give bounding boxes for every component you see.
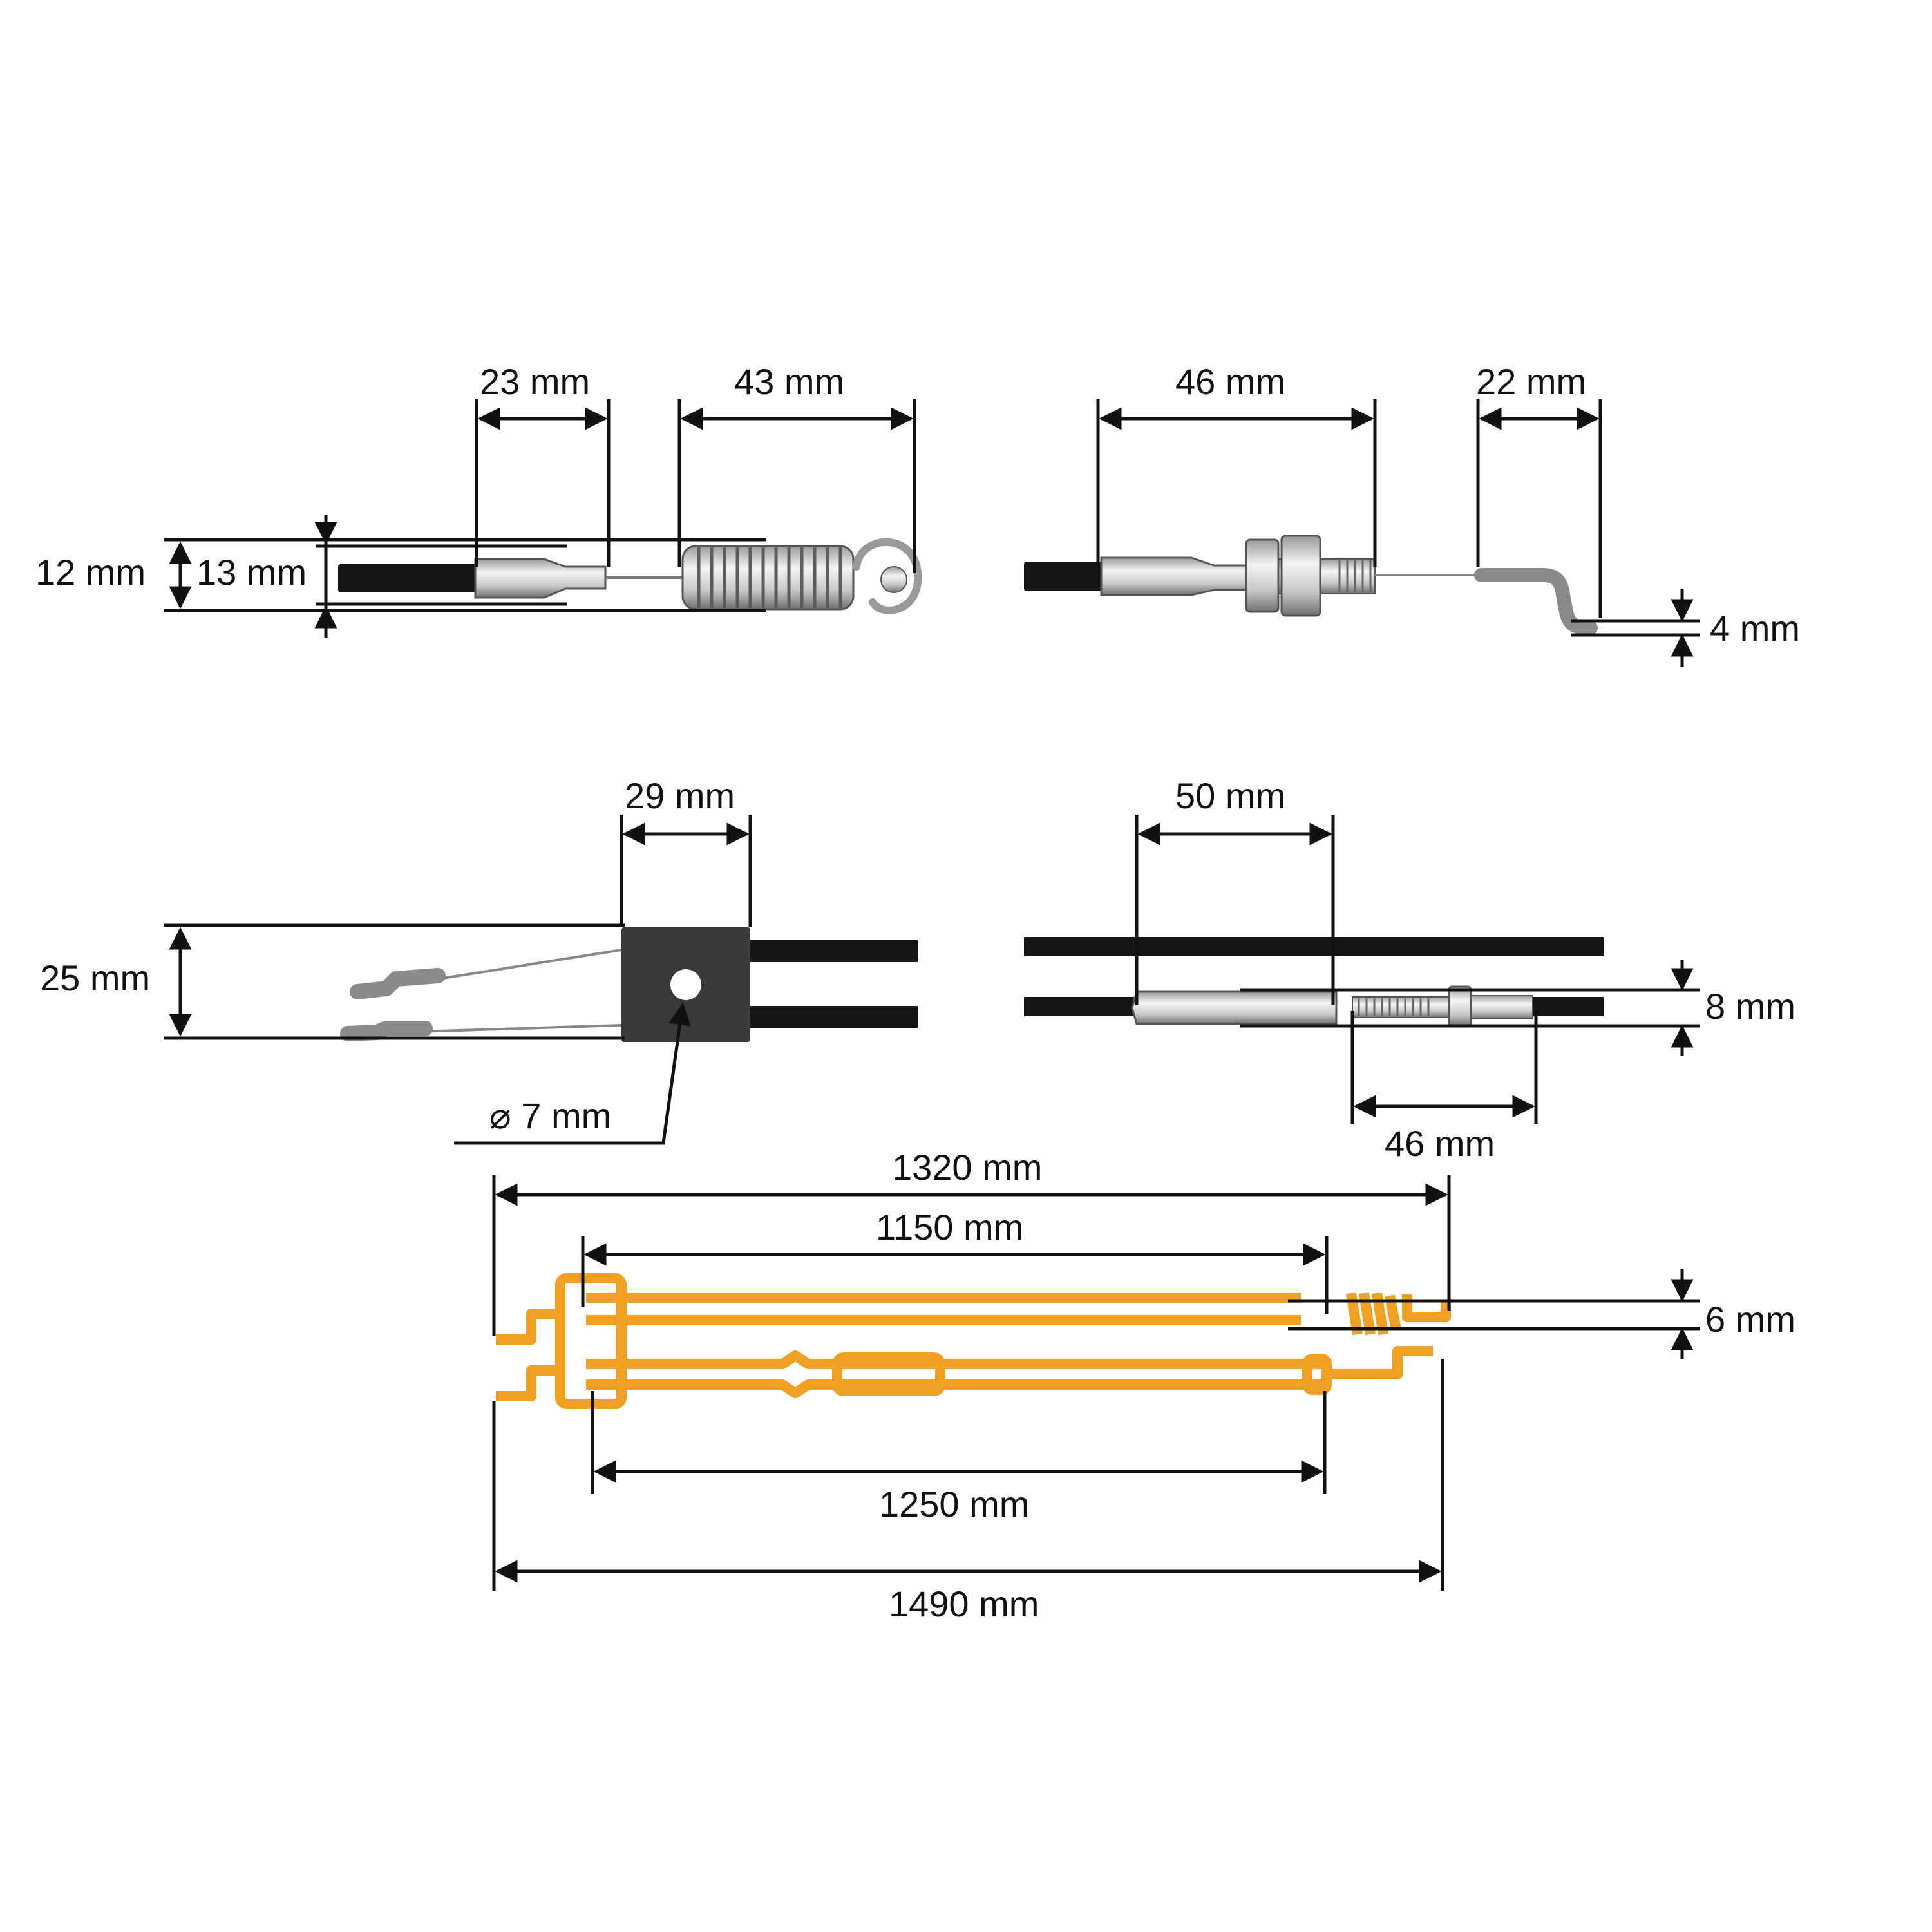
cable-sheath-upper — [750, 940, 918, 962]
dim-29mm: 29 mm — [625, 775, 735, 816]
detail-threaded-end: 46 mm 22 mm 4 mm — [1024, 361, 1800, 667]
cable-sheath-lower — [750, 1006, 918, 1028]
lock-nut-2 — [1280, 535, 1321, 617]
inner-wire-lower — [418, 1024, 622, 1033]
dim-4mm: 4 mm — [1710, 608, 1800, 649]
dim-46mm: 46 mm — [1175, 361, 1285, 402]
cable-sheath — [338, 564, 477, 592]
dim-43mm: 43 mm — [734, 361, 844, 402]
dim-22mm: 22 mm — [1476, 361, 1586, 402]
lock-nut-1 — [1245, 538, 1280, 613]
end-ferrule — [1470, 995, 1533, 1019]
left-end-lower — [496, 1365, 560, 1401]
detail-clamp-block: 29 mm 25 mm ⌀ 7 mm — [40, 775, 918, 1145]
adjuster-sleeve — [1131, 990, 1338, 1025]
dim-13mm: 13 mm — [196, 552, 307, 592]
cable-sheath-lower — [1024, 997, 1137, 1016]
cable-sheath-upper — [1024, 937, 1604, 956]
left-end-upper — [496, 1309, 560, 1345]
dim-1490mm: 1490 mm — [889, 1584, 1039, 1624]
lock-nut — [1448, 985, 1472, 1028]
dim-25mm: 25 mm — [40, 958, 150, 998]
mounting-hole — [670, 969, 701, 1000]
lower-end-sleeve — [1302, 1354, 1332, 1395]
cable-sheath-lower-end — [1533, 997, 1604, 1016]
dim-23mm: 23 mm — [480, 361, 590, 402]
inner-wire-upper — [418, 949, 622, 983]
dim-1320mm: 1320 mm — [892, 1147, 1042, 1188]
dim-50mm: 50 mm — [1175, 775, 1285, 816]
end-ball — [880, 566, 907, 593]
end-hook — [853, 538, 922, 614]
dim-7mm-diameter: ⌀ 7 mm — [489, 1095, 611, 1136]
cable-ferrule — [474, 558, 607, 599]
lower-sleeve — [832, 1352, 945, 1396]
tension-spring — [681, 545, 855, 611]
detail-sleeve-end: 50 mm 8 mm 46 mm — [1024, 775, 1795, 1164]
dim-8mm: 8 mm — [1705, 986, 1795, 1027]
right-end-lower — [1327, 1346, 1433, 1379]
overview-outline: 1320 mm 1150 mm 6 mm 1250 mm 1490 mm — [492, 1147, 1795, 1624]
dim-46mm-lower: 46 mm — [1385, 1123, 1495, 1164]
upper-cable — [586, 1293, 1301, 1325]
z-end-lower — [340, 1021, 433, 1041]
right-hook — [1402, 1294, 1451, 1322]
cable-ferrule — [1100, 556, 1247, 596]
dim-6mm: 6 mm — [1705, 1299, 1795, 1340]
cable-sheath — [1024, 562, 1104, 591]
detail-spring-end: 12 mm 13 mm 23 mm 43 mm — [35, 361, 922, 638]
dim-12mm: 12 mm — [35, 552, 146, 592]
z-bend-end — [1474, 568, 1598, 635]
z-end-upper — [350, 968, 446, 999]
dim-1250mm: 1250 mm — [879, 1484, 1029, 1524]
threaded-rod — [1352, 996, 1453, 1018]
lower-cable — [586, 1350, 1323, 1398]
dim-1150mm: 1150 mm — [876, 1207, 1023, 1247]
right-spring — [1346, 1292, 1401, 1336]
